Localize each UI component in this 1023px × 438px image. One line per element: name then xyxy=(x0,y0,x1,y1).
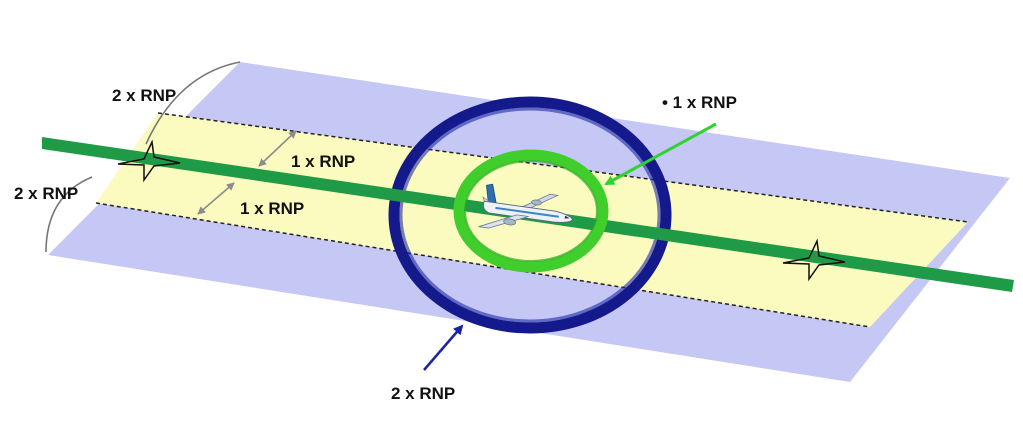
waypoint-star-icon xyxy=(782,238,846,282)
green-ring-arrow xyxy=(604,122,717,186)
label-outer-top-left: 2 x RNP xyxy=(112,86,176,105)
bracket-lower xyxy=(45,176,93,253)
label-blue-ring: 2 x RNP xyxy=(391,384,455,403)
green-ring xyxy=(453,149,609,273)
label-green-ring: • 1 x RNP xyxy=(662,93,737,112)
label-outer-bottom-left: 2 x RNP xyxy=(14,184,78,203)
blue-ring xyxy=(388,96,672,334)
airplane-icon xyxy=(478,183,574,229)
dim-arrow-lower xyxy=(197,182,235,215)
label-inner-upper: 1 x RNP xyxy=(291,152,355,171)
bracket-upper xyxy=(145,61,241,145)
inner-boundary-lower xyxy=(95,202,871,328)
waypoint-star-icon xyxy=(117,139,181,183)
blue-ring-arrow xyxy=(423,324,464,371)
label-inner-lower: 1 x RNP xyxy=(240,199,304,218)
dim-arrow-upper xyxy=(258,130,297,167)
